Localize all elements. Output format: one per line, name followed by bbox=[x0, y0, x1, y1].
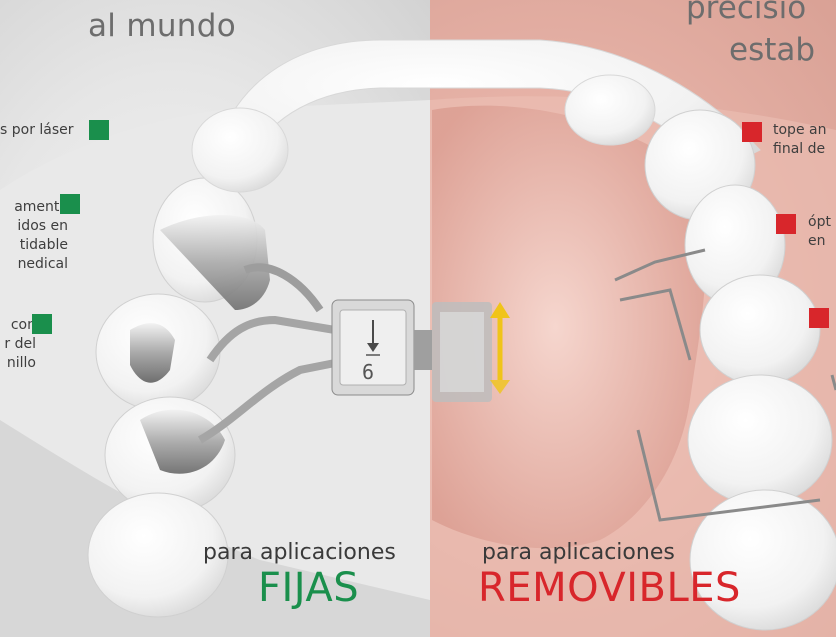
fixed-label: FIJAS bbox=[258, 565, 360, 611]
red-bullet-2 bbox=[776, 214, 796, 234]
headline-right-line1: precisió bbox=[686, 0, 807, 26]
right-feature-2: ópt en bbox=[808, 214, 831, 249]
green-bullet-1 bbox=[89, 120, 109, 140]
fixed-expander-arms bbox=[130, 215, 341, 474]
retention-wires bbox=[614, 248, 836, 522]
green-bullet-2 bbox=[60, 194, 80, 214]
headline-left: al mundo bbox=[88, 8, 236, 44]
headline-right-line2: estab bbox=[729, 32, 816, 68]
red-bullet-1 bbox=[742, 122, 762, 142]
removable-prefix-label: para aplicaciones bbox=[482, 540, 675, 565]
red-bullet-3 bbox=[809, 308, 829, 328]
left-feature-2: amente idos en tidable nedical bbox=[14, 199, 68, 272]
left-feature-1: s por láser bbox=[0, 122, 74, 138]
removable-label: REMOVIBLES bbox=[478, 565, 741, 611]
fixed-prefix-label: para aplicaciones bbox=[203, 540, 396, 565]
expansion-screw bbox=[331, 299, 510, 402]
screw-number: 6 bbox=[362, 360, 375, 384]
acrylic-plate bbox=[432, 105, 706, 549]
green-bullet-3 bbox=[32, 314, 52, 334]
upper-arch bbox=[219, 39, 761, 171]
left-feature-3: con r del nillo bbox=[4, 317, 36, 371]
right-feature-1: tope an final de bbox=[773, 122, 827, 157]
right-teeth bbox=[564, 74, 836, 631]
